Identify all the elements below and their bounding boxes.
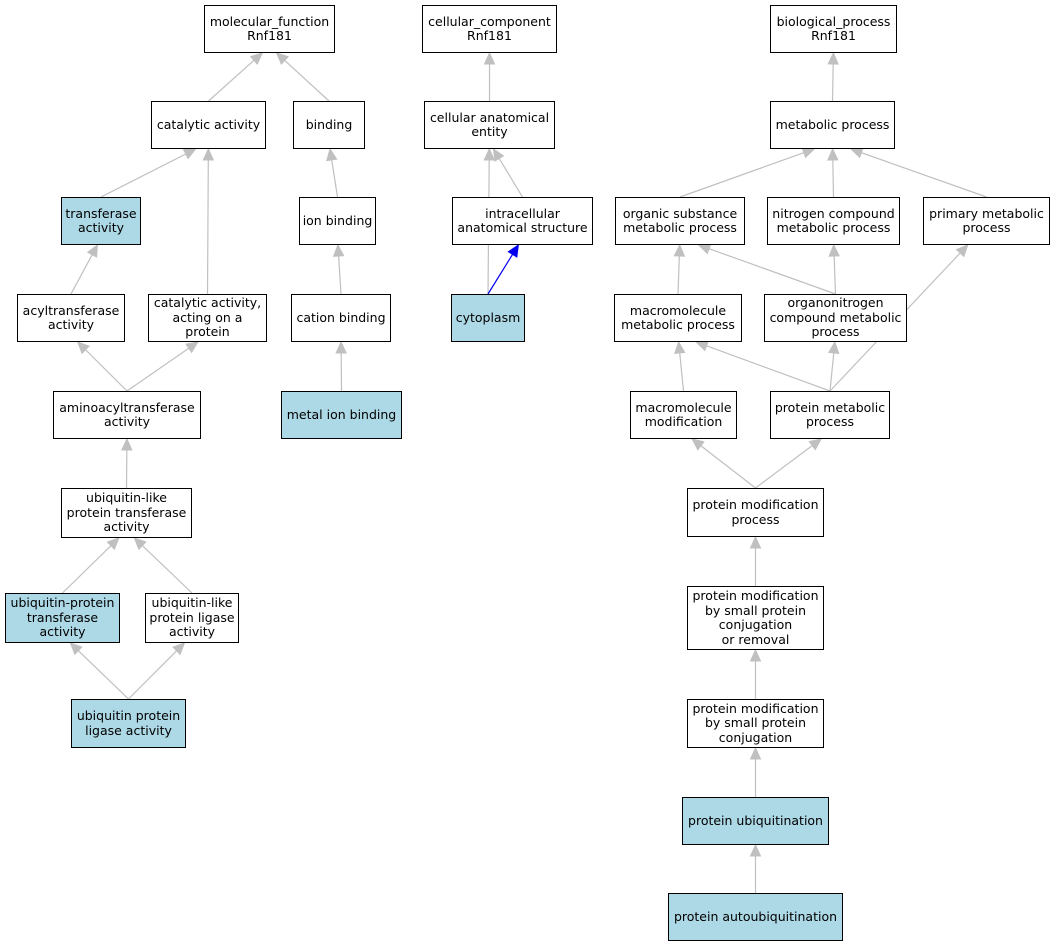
node-catalytic-activity-on-protein[interactable]: catalytic activity, acting on a protein [148, 294, 267, 342]
edge-ubl_ligase-to-ubl_transferase [141, 545, 193, 594]
node-molecular-function-root[interactable]: molecular_function Rnf181 [204, 5, 335, 53]
node-protein-autoubiquitination[interactable]: protein autoubiquitination [668, 893, 843, 941]
node-organonitrogen-compound-metabolic-process[interactable]: organonitrogen compound metabolic proces… [764, 294, 907, 342]
edge-macro_mod-to-macro_met [679, 352, 685, 392]
arrowhead-cat_protein-to-catalytic [202, 147, 215, 161]
arrowhead-prot_mod-to-protein_met [808, 438, 823, 451]
edge-cytoplasm-to-intracell [487, 254, 514, 295]
edge-prot_mod-to-macro_mod [700, 445, 756, 489]
arrowhead-cytoplasm-to-cell_anat [483, 147, 495, 161]
arrowhead-catalytic-to-mf_root [249, 52, 264, 65]
edge-acyltransferase-to-transferase [70, 254, 93, 295]
edge-transferase-to-catalytic [100, 153, 187, 198]
edge-prot_mod-to-protein_met [755, 445, 813, 489]
arrowhead-metal_ion-to-cation_binding [335, 340, 347, 354]
edge-organonitrogen-to-organic [708, 248, 836, 295]
arrowhead-ub_ligase-to-ubl_ligase [172, 642, 186, 656]
arrowhead-protein_met-to-macro_met [695, 340, 710, 352]
node-cellular-anatomical-entity[interactable]: cellular anatomical entity [424, 101, 555, 149]
arrowhead-organonitrogen-to-organic [697, 243, 712, 255]
arrowhead-aminoacyl-to-cat_protein [185, 341, 199, 354]
arrowhead-binding-to-mf_root [275, 52, 290, 66]
arrowhead-prot_autoubiq-to-prot_ubiq [749, 843, 762, 857]
arrowhead-organic-to-metabolic [801, 147, 816, 159]
node-biological-process-root[interactable]: biological_process Rnf181 [770, 5, 897, 53]
arrowhead-ion_binding-to-binding [326, 147, 338, 162]
arrowhead-cytoplasm-to-intracell [507, 243, 519, 258]
node-protein-modification-by-small-protein-conjugation-or-removal[interactable]: protein modification by small protein co… [687, 586, 824, 650]
node-acyltransferase-activity[interactable]: acyltransferase activity [17, 294, 125, 342]
edge-catalytic-to-mf_root [208, 59, 255, 102]
arrowhead-acyltransferase-to-transferase [86, 243, 98, 258]
node-protein-modification-by-small-protein-conjugation[interactable]: protein modification by small protein co… [687, 699, 824, 748]
node-protein-ubiquitination[interactable]: protein ubiquitination [682, 797, 829, 845]
node-protein-modification-process[interactable]: protein modification process [687, 488, 824, 537]
node-ubiquitin-like-protein-transferase-activity[interactable]: ubiquitin-like protein transferase activ… [61, 488, 192, 538]
node-ion-binding[interactable]: ion binding [299, 197, 376, 245]
arrowhead-nitrogen-to-metabolic [827, 147, 839, 161]
arrowhead-ub_transferase-to-ubl_transferase [106, 537, 120, 551]
arrowhead-metabolic-to-bp_root [827, 51, 839, 65]
node-intracellular-anatomical-structure[interactable]: intracellular anatomical structure [452, 197, 593, 245]
node-ubiquitin-protein-ligase-activity[interactable]: ubiquitin protein ligase activity [71, 699, 186, 748]
node-macromolecule-metabolic-process[interactable]: macromolecule metabolic process [614, 294, 742, 342]
arrowhead-ubl_ligase-to-ubl_transferase [133, 537, 147, 551]
arrowhead-protein_met-to-primary [955, 244, 969, 258]
edge-metabolic-to-bp_root [831, 63, 834, 102]
arrowhead-prot_ubiq-to-prot_mod_small [749, 746, 762, 760]
arrowhead-primary-to-metabolic [849, 147, 864, 159]
node-aminoacyltransferase-activity[interactable]: aminoacyltransferase activity [53, 391, 201, 439]
edge-aminoacyl-to-acyltransferase [85, 349, 128, 392]
arrowhead-aminoacyl-to-acyltransferase [76, 341, 90, 355]
arrowhead-transferase-to-catalytic [182, 148, 197, 160]
arrowhead-prot_mod-to-macro_mod [691, 438, 705, 451]
edge-macro_met-to-organic [677, 255, 680, 295]
edge-organonitrogen-to-nitrogen [833, 255, 837, 295]
arrowhead-organonitrogen-to-nitrogen [828, 243, 840, 257]
node-transferase-activity[interactable]: transferase activity [61, 197, 141, 245]
arrowhead-ub_ligase-to-ub_transferase [69, 642, 83, 656]
edge-binding-to-mf_root [284, 59, 330, 102]
edge-ub_ligase-to-ub_transferase [77, 650, 129, 700]
node-cation-binding[interactable]: cation binding [291, 294, 391, 342]
edge-protein_met-to-organonitrogen [829, 352, 835, 392]
arrowhead-prot_mod_small_rm-to-prot_mod [749, 535, 762, 549]
edge-intracell-to-cell_anat [498, 158, 524, 198]
edge-aminoacyl-to-cat_protein [126, 347, 190, 392]
edge-protein_met-to-macro_met [706, 345, 831, 392]
node-catalytic-activity[interactable]: catalytic activity [151, 101, 266, 149]
node-binding[interactable]: binding [293, 101, 365, 149]
edge-cat_protein-to-catalytic [206, 159, 209, 295]
node-ubiquitin-protein-transferase-activity[interactable]: ubiquitin-protein transferase activity [5, 593, 120, 643]
node-nitrogen-compound-metabolic-process[interactable]: nitrogen compound metabolic process [767, 197, 900, 245]
edge-ion_binding-to-binding [331, 159, 339, 198]
arrowhead-intracell-to-cell_anat [492, 147, 505, 162]
arrowhead-protein_met-to-organonitrogen [827, 340, 840, 355]
arrowhead-ubl_transferase-to-aminoacyl [121, 437, 133, 451]
arrowhead-macro_met-to-organic [673, 243, 686, 257]
edge-ub_ligase-to-ubl_ligase [128, 650, 178, 700]
edge-cation_binding-to-ion_binding [338, 255, 342, 295]
node-macromolecule-modification[interactable]: macromolecule modification [630, 391, 737, 439]
edge-ub_transferase-to-ubl_transferase [62, 545, 112, 594]
node-cytoplasm[interactable]: cytoplasm [451, 294, 525, 342]
edge-nitrogen-to-metabolic [832, 159, 835, 198]
edge-primary-to-metabolic [861, 152, 987, 198]
edge-organic-to-metabolic [679, 152, 805, 198]
node-cellular-component-root[interactable]: cellular_component Rnf181 [422, 5, 557, 53]
node-ubiquitin-like-protein-ligase-activity[interactable]: ubiquitin-like protein ligase activity [145, 593, 239, 643]
node-metal-ion-binding[interactable]: metal ion binding [281, 391, 402, 439]
arrowhead-cation_binding-to-ion_binding [332, 243, 345, 257]
arrowhead-prot_mod_small-to-prot_mod_small_rm [749, 648, 762, 662]
node-protein-metabolic-process[interactable]: protein metabolic process [770, 391, 890, 439]
node-primary-metabolic-process[interactable]: primary metabolic process [923, 197, 1050, 245]
arrowhead-macro_mod-to-macro_met [674, 340, 686, 355]
arrowhead-cell_anat-to-cc_root [483, 51, 496, 65]
node-organic-substance-metabolic-process[interactable]: organic substance metabolic process [615, 197, 745, 245]
node-metabolic-process[interactable]: metabolic process [770, 101, 895, 149]
